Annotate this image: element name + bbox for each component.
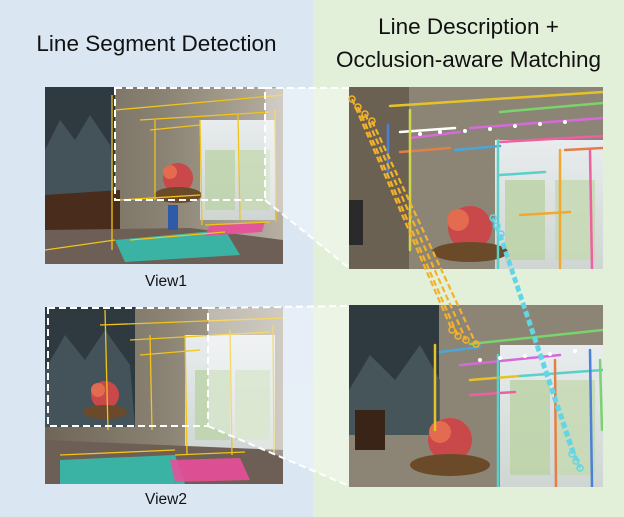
left-panel-title: Line Segment Detection [36,31,277,56]
zoom-shade [208,88,349,486]
right-panel-title-line1: Line Description + [378,14,559,39]
orange-match-endpoints [348,95,480,348]
right-panel-title-line2: Occlusion-aware Matching [335,47,602,72]
view1-image [45,87,283,264]
zoom2-image [349,305,603,487]
view2-label: View2 [145,491,187,508]
cyan-match-lines [491,217,582,469]
zoom-connectors [207,87,350,487]
orange-match-lines [350,98,477,345]
cyan-match-endpoints [489,214,584,472]
view1-label: View1 [145,273,187,290]
